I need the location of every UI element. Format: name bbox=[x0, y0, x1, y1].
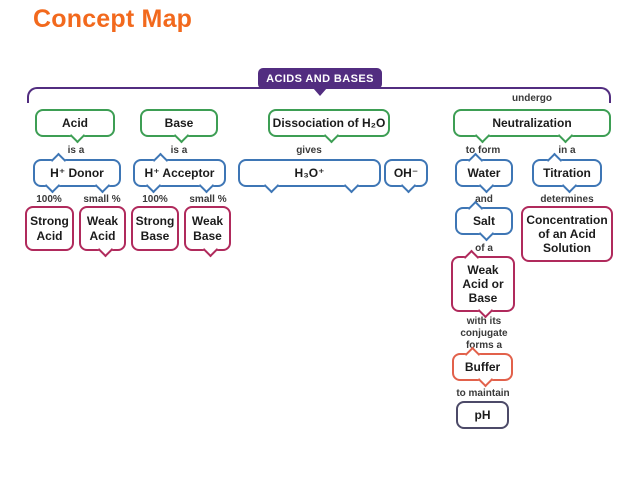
edge-label-with-its-conjugate: with its conjugate forms a bbox=[460, 316, 508, 351]
node-h-acceptor-label: H⁺ Acceptor bbox=[144, 165, 215, 180]
edge-label-determines: determines bbox=[540, 194, 594, 205]
node-salt: Salt bbox=[455, 200, 513, 242]
edge-label-of-a: of a bbox=[475, 243, 493, 254]
node-h-donor-label: H⁺ Donor bbox=[50, 165, 104, 180]
node-oh-label: OH⁻ bbox=[393, 165, 419, 180]
node-buffer: Buffer bbox=[452, 346, 513, 388]
edge-label-and: and bbox=[475, 194, 493, 205]
edge-label-is-a-base: is a bbox=[170, 145, 188, 156]
node-strong-base: Strong Base bbox=[131, 206, 179, 251]
node-titration-label: Titration bbox=[543, 165, 591, 180]
edge-label-is-a-acid: is a bbox=[67, 145, 85, 156]
node-buffer-label: Buffer bbox=[464, 359, 501, 374]
node-concentration: Concentration of an Acid Solution bbox=[521, 206, 613, 262]
node-h-acceptor: H⁺ Acceptor bbox=[133, 152, 226, 194]
root-node-label: ACIDS AND BASES bbox=[266, 72, 374, 85]
node-neutralization-label: Neutralization bbox=[492, 115, 572, 130]
edge-label-smallpct-base: small % bbox=[189, 194, 227, 205]
edge-label-100pct-base: 100% bbox=[142, 194, 168, 205]
edge-label-in-a: in a bbox=[558, 145, 576, 156]
node-weak-acid-label: Weak Acid bbox=[86, 214, 119, 243]
node-strong-base-label: Strong Base bbox=[135, 214, 175, 243]
node-water-label: Water bbox=[467, 165, 501, 180]
node-weak-acid: Weak Acid bbox=[79, 206, 126, 258]
node-base: Base bbox=[140, 109, 218, 144]
page-title: Concept Map bbox=[33, 5, 193, 33]
node-salt-label: Salt bbox=[472, 213, 495, 228]
root-node-acids-and-bases: ACIDS AND BASES bbox=[258, 68, 382, 89]
bubble-tail-down bbox=[263, 177, 280, 194]
edge-label-100pct-acid: 100% bbox=[36, 194, 62, 205]
node-weak-acid-or-base-label: Weak Acid or Base bbox=[462, 262, 504, 306]
node-acid-label: Acid bbox=[61, 115, 88, 130]
node-weak-base: Weak Base bbox=[184, 206, 231, 258]
edge-label-to-maintain: to maintain bbox=[456, 388, 510, 399]
edge-label-to-form: to form bbox=[465, 145, 501, 156]
node-water: Water bbox=[455, 152, 513, 194]
edge-label-gives: gives bbox=[296, 145, 322, 156]
node-h3o: H₃O⁺ bbox=[238, 159, 381, 194]
node-ph-label: pH bbox=[474, 407, 491, 422]
node-h3o-label: H₃O⁺ bbox=[294, 165, 325, 180]
node-oh: OH⁻ bbox=[384, 159, 428, 194]
node-base-label: Base bbox=[164, 115, 194, 130]
node-acid: Acid bbox=[35, 109, 115, 144]
node-dissociation: Dissociation of H₂O bbox=[268, 109, 390, 144]
node-concentration-label: Concentration of an Acid Solution bbox=[526, 212, 608, 256]
node-ph: pH bbox=[456, 401, 509, 429]
bubble-tail-down bbox=[343, 177, 360, 194]
node-strong-acid: Strong Acid bbox=[25, 206, 74, 251]
edge-label-smallpct-acid: small % bbox=[83, 194, 121, 205]
bubble-tail-down bbox=[474, 127, 491, 144]
node-dissociation-label: Dissociation of H₂O bbox=[272, 115, 386, 130]
node-neutralization: Neutralization bbox=[453, 109, 611, 144]
edge-label-undergo: undergo bbox=[512, 93, 552, 104]
node-weak-acid-or-base: Weak Acid or Base bbox=[451, 249, 515, 319]
node-strong-acid-label: Strong Acid bbox=[30, 214, 69, 243]
bubble-tail-down bbox=[202, 241, 219, 258]
node-weak-base-label: Weak Base bbox=[191, 214, 224, 243]
bubble-tail-down bbox=[97, 241, 114, 258]
root-badge-pointer-icon bbox=[313, 88, 327, 96]
node-titration: Titration bbox=[532, 152, 602, 194]
node-h-donor: H⁺ Donor bbox=[33, 152, 121, 194]
